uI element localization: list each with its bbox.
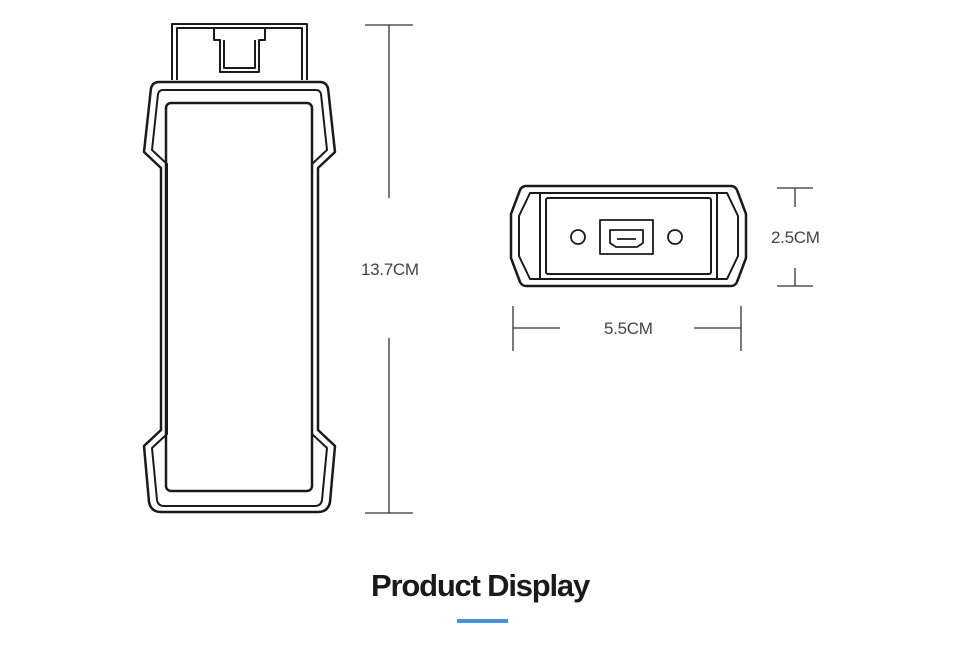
depth-dimension-label: 2.5CM [771,228,820,247]
depth-dimension-line [777,187,813,287]
end-view-inner-rim [518,192,739,280]
height-dimension-line [365,24,413,514]
device-outer-shell [142,80,337,514]
height-dimension-label: 13.7CM [361,260,419,279]
device-front-panel [164,101,314,493]
obd-connector [171,23,308,80]
device-front-view [142,23,337,514]
screw-hole-right [667,229,683,245]
screw-hole-left [570,229,586,245]
device-shell-inner-rim [151,89,328,507]
section-title: Product Display [371,568,590,603]
width-dimension-label: 5.5CM [604,319,653,338]
width-dimension-line [512,306,742,351]
end-view-panel [545,197,712,275]
usb-port-icon [599,219,654,255]
title-accent-bar [457,619,508,623]
device-end-view [509,184,748,288]
end-view-outer-shell [509,184,748,288]
